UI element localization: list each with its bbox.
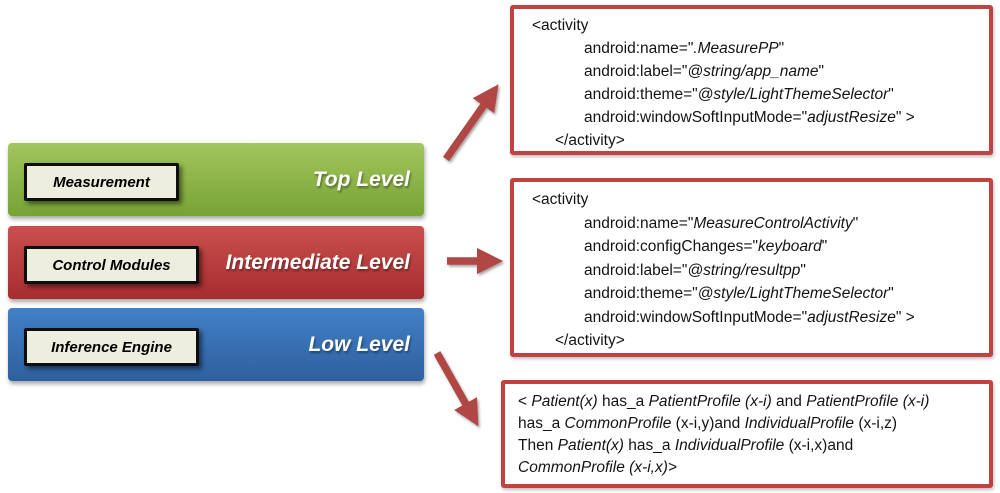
module-label: Control Modules [52, 256, 171, 274]
module-label: Inference Engine [51, 338, 172, 356]
code-line: android:name=".MeasurePP" [584, 40, 785, 57]
code-line: </activity> [555, 132, 625, 149]
module-box-control-modules: Control Modules [24, 246, 199, 284]
layer-bar-low-level: Inference Engine Low Level [8, 308, 424, 381]
arrow-top-level-to-xml [442, 84, 499, 162]
code-line: android:windowSoftInputMode="adjustResiz… [584, 308, 915, 326]
code-line: android:label="@string/app_name" [584, 63, 825, 80]
code-box-intermediate-level-activity-xml: <activity android:name="MeasureControlAct… [510, 178, 993, 357]
code-line: < Patient(x) has_a PatientProfile (x-i) … [518, 393, 930, 410]
code-line: android:windowSoftInputMode="adjustResiz… [584, 109, 915, 126]
level-label-intermediate: Intermediate Level [225, 250, 410, 274]
code-line: android:label="@string/resultpp" [584, 261, 806, 279]
code-line: android:name="MeasureControlActivity" [584, 214, 859, 232]
layer-bar-intermediate-level: Control Modules Intermediate Level [8, 226, 424, 299]
level-label-low: Low Level [308, 332, 410, 356]
module-box-measurement: Measurement [24, 163, 179, 201]
code-line: </activity> [555, 332, 625, 349]
code-box-top-level-activity-xml: <activity android:name=".MeasurePP" androi… [510, 5, 993, 155]
module-label: Measurement [53, 173, 150, 191]
code-line: has_a CommonProfile (x-i,y)and Individua… [518, 415, 898, 432]
code-line: Then Patient(x) has_a IndividualProfile … [518, 437, 854, 454]
code-line: android:theme="@style/LightThemeSelector… [584, 285, 894, 302]
level-label-top: Top Level [312, 167, 410, 191]
code-line: CommonProfile (x-i,x)> [518, 459, 677, 476]
module-box-inference-engine: Inference Engine [24, 328, 199, 366]
code-line: android:configChanges="keyboard" [584, 238, 828, 255]
arrow-low-level-to-rule [433, 351, 479, 427]
rule-box-low-level-inference: < Patient(x) has_a PatientProfile (x-i) … [501, 380, 993, 488]
code-line: android:theme="@style/LightThemeSelector… [584, 86, 894, 103]
code-line: <activity [532, 191, 589, 208]
code-line: <activity [532, 17, 589, 34]
layer-bar-top-level: Measurement Top Level [8, 143, 424, 216]
